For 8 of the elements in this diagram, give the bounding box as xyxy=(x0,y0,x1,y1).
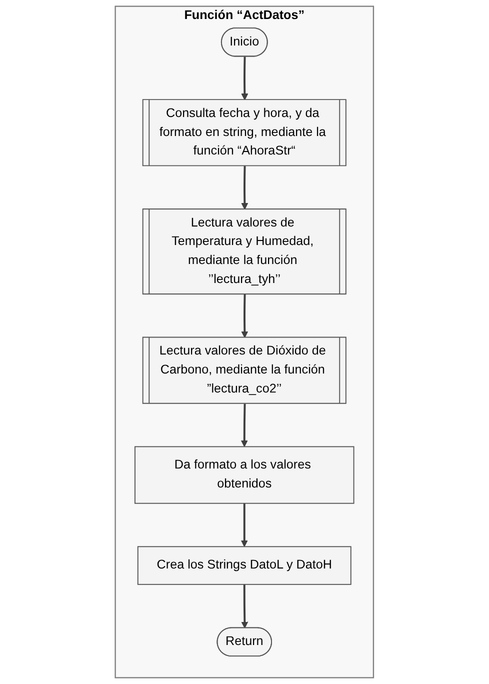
arrow xyxy=(241,584,248,628)
node-box: Da formato a los valores obtenidos xyxy=(134,446,354,504)
arrow xyxy=(241,166,248,210)
arrow xyxy=(241,503,248,547)
node-box: Crea los Strings DatoL y DatoH xyxy=(138,546,352,585)
arrow xyxy=(241,294,248,338)
arrow xyxy=(241,404,248,447)
arrow xyxy=(241,56,248,100)
